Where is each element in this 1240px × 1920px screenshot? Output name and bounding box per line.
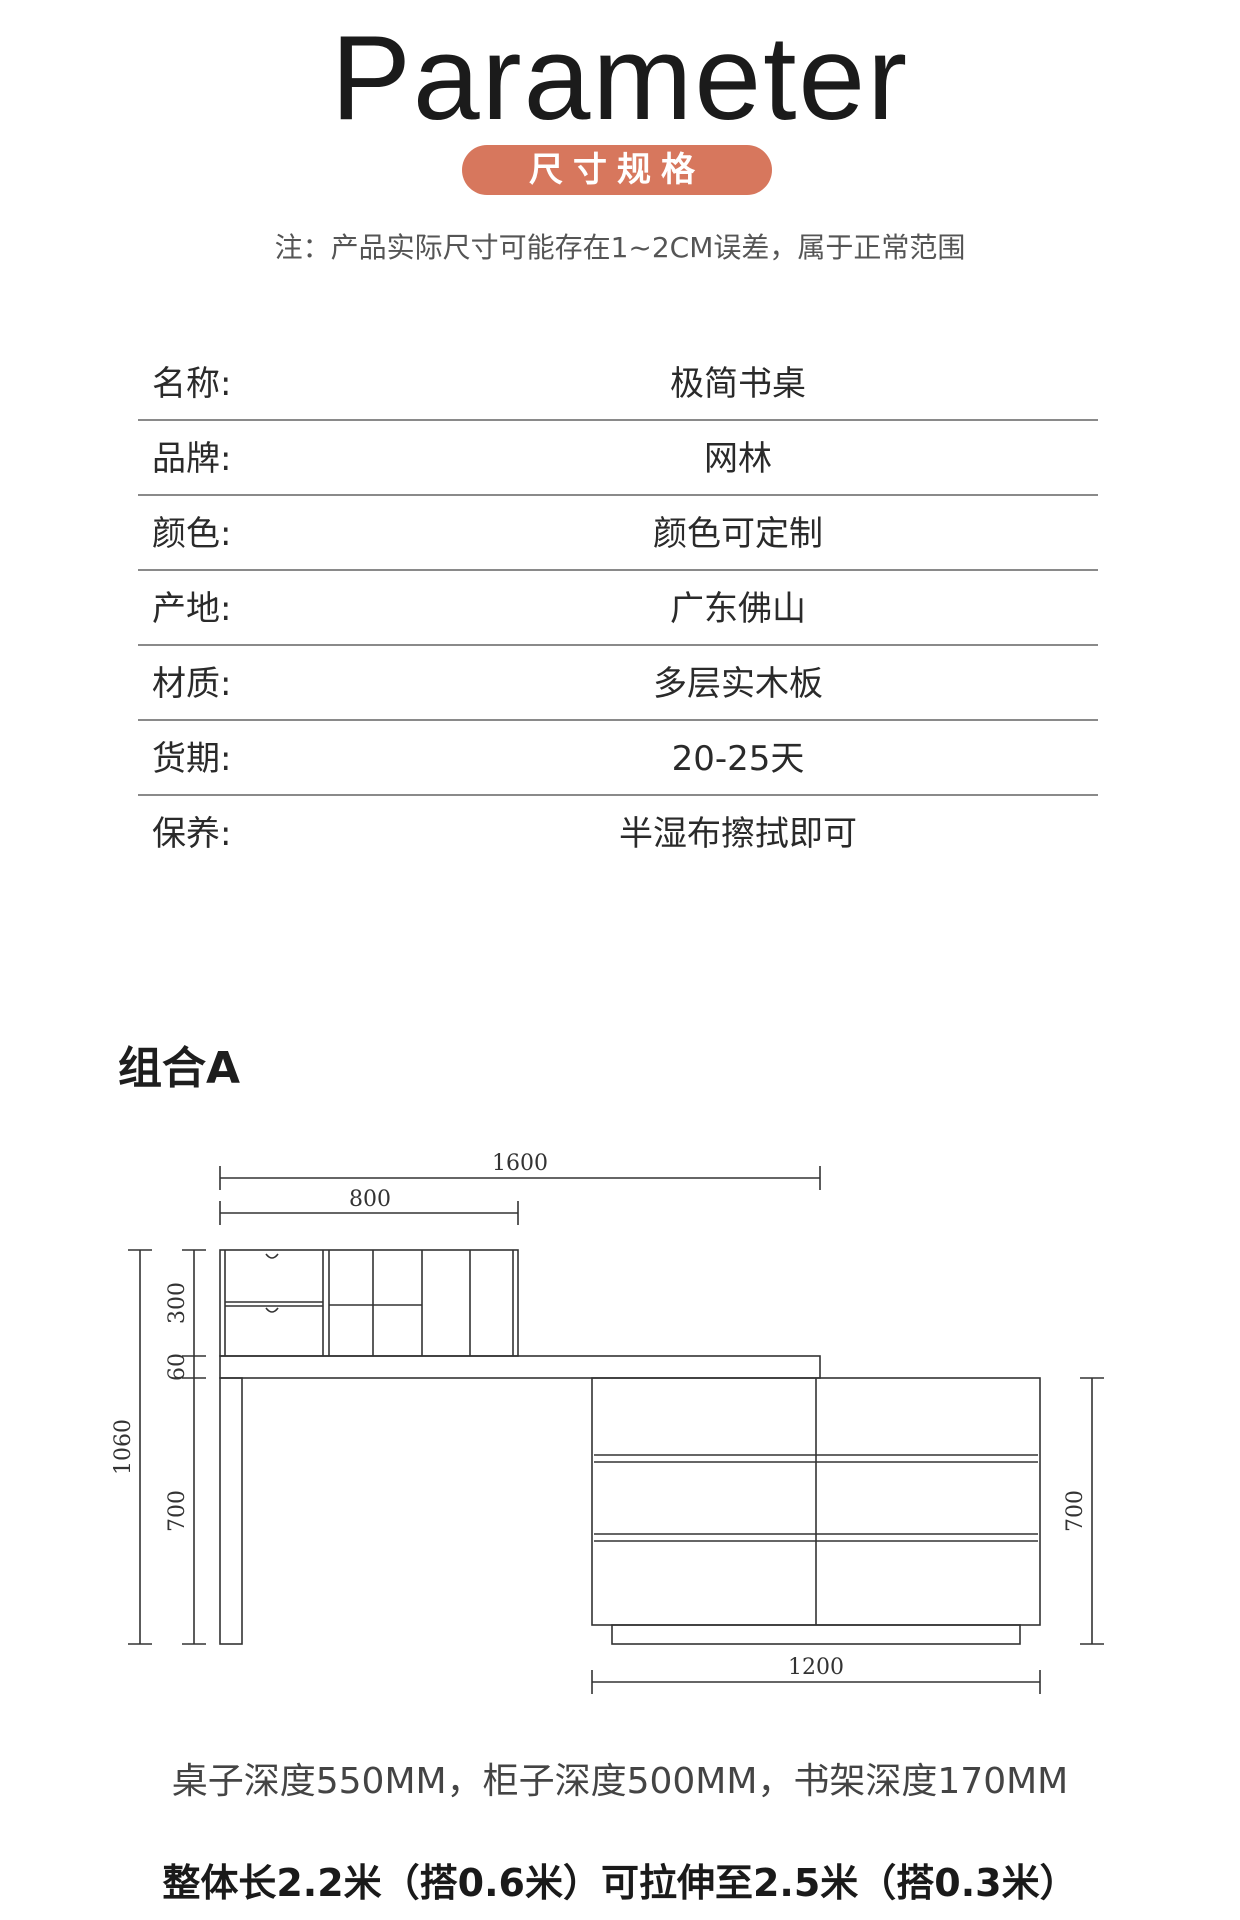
combo-title: 组合A	[118, 1043, 241, 1094]
total-height-label: 1060	[111, 1419, 136, 1475]
top-thickness-label: 60	[165, 1353, 190, 1381]
spec-table: 名称: 极简书桌 品牌: 网林 颜色: 颜色可定制 产地: 广东佛山 材质: 多…	[138, 346, 1098, 869]
spec-label: 保养:	[152, 814, 232, 854]
spec-row-brand: 品牌: 网林	[138, 421, 1098, 496]
desk-dimension-drawing: 1600 800 1200 1060 300 60 700 700	[111, 1151, 1104, 1694]
spec-row-color: 颜色: 颜色可定制	[138, 496, 1098, 571]
spec-row-origin: 产地: 广东佛山	[138, 571, 1098, 646]
spec-label: 名称:	[152, 364, 232, 404]
spec-row-name: 名称: 极简书桌	[138, 346, 1098, 421]
spec-value: 网林	[704, 439, 772, 479]
spec-value: 20-25天	[671, 739, 805, 779]
cabinet-width-label: 1200	[788, 1655, 844, 1680]
spec-value: 广东佛山	[670, 589, 806, 629]
spec-value: 颜色可定制	[653, 514, 823, 554]
spec-label: 产地:	[152, 589, 232, 629]
spec-label: 颜色:	[152, 514, 232, 554]
size-disclaimer: 注：产品实际尺寸可能存在1~2CM误差，属于正常范围	[274, 231, 966, 264]
spec-row-material: 材质: 多层实木板	[138, 646, 1098, 721]
spec-value: 半湿布擦拭即可	[619, 814, 857, 854]
total-width-label: 1600	[492, 1151, 548, 1176]
section-badge: 尺寸规格	[462, 145, 772, 195]
depth-note: 桌子深度550MM，柜子深度500MM，书架深度170MM	[171, 1761, 1069, 1802]
shelf-width-label: 800	[349, 1187, 391, 1212]
spec-row-delivery: 货期: 20-25天	[138, 721, 1098, 796]
length-note: 整体长2.2米（搭0.6米）可拉伸至2.5米（搭0.3米）	[162, 1861, 1078, 1905]
spec-label: 材质:	[152, 664, 232, 704]
cabinet-height-label: 700	[1063, 1490, 1088, 1532]
desk-height-label: 700	[165, 1490, 190, 1532]
shelf-height-label: 300	[165, 1282, 190, 1324]
spec-label: 货期:	[152, 739, 232, 779]
page-title: Parameter	[330, 11, 910, 145]
spec-label: 品牌:	[152, 439, 232, 479]
spec-value: 极简书桌	[670, 364, 806, 404]
spec-value: 多层实木板	[653, 664, 823, 704]
spec-row-care: 保养: 半湿布擦拭即可	[138, 796, 1098, 869]
